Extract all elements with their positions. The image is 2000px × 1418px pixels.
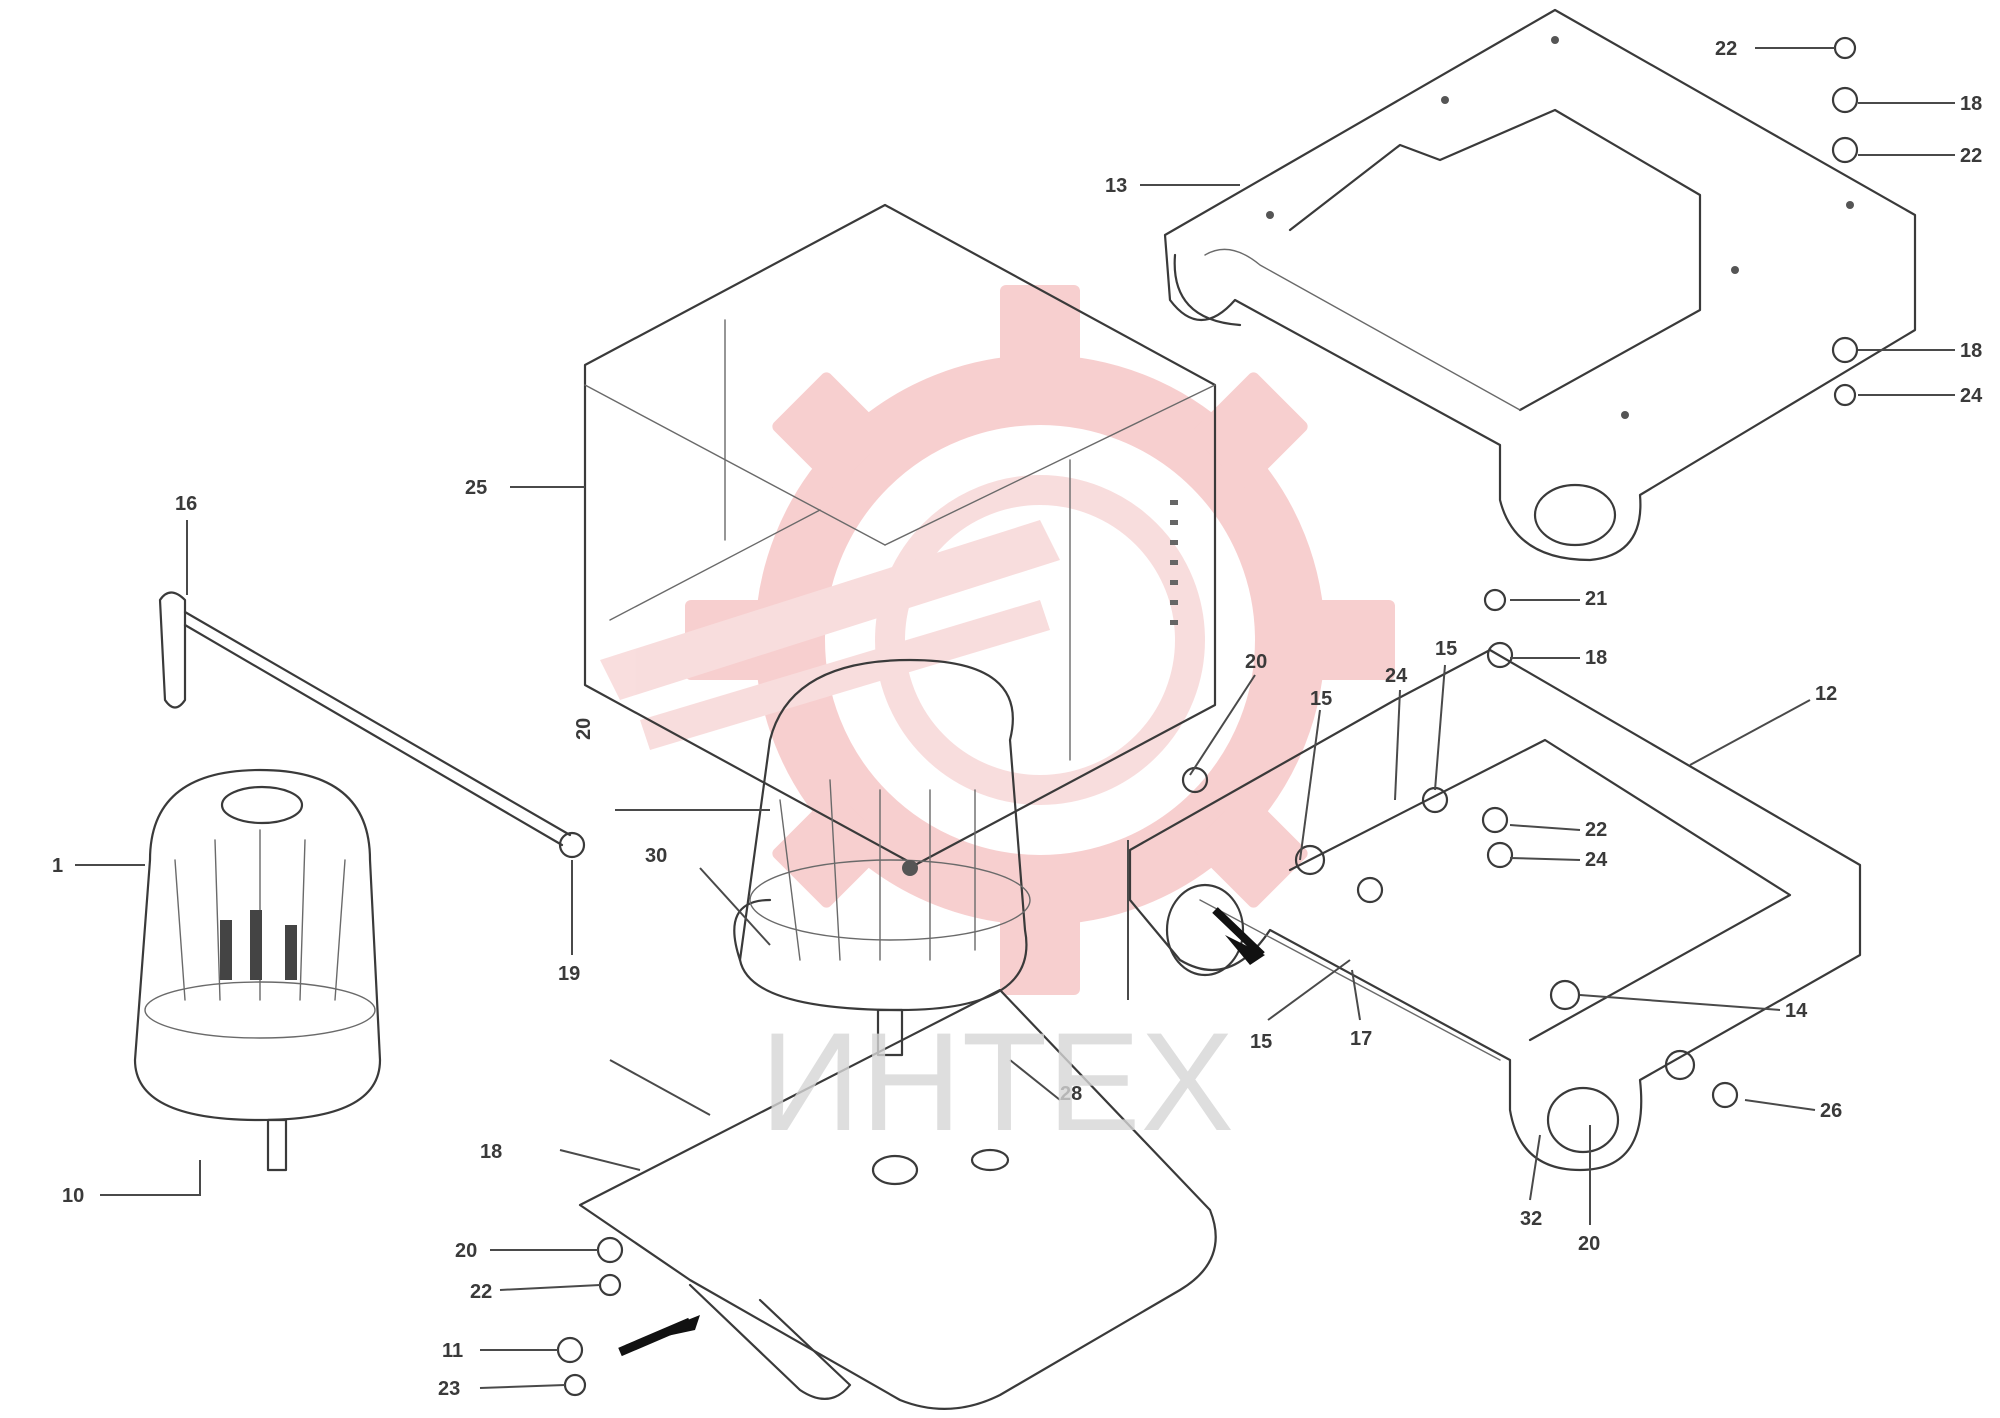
callout: 20 — [455, 1240, 477, 1262]
callout: 32 — [1520, 1208, 1542, 1230]
callout: 24 — [1960, 385, 1983, 407]
callout: 17 — [1350, 1028, 1372, 1050]
callout: 21 — [1585, 588, 1607, 610]
callout: 30 — [645, 845, 667, 867]
watermark-gear-icon — [600, 285, 1395, 995]
callout: 18 — [1960, 340, 1982, 362]
callout: 15 — [1250, 1031, 1272, 1053]
callout: 12 — [1815, 683, 1837, 705]
callout: 23 — [438, 1378, 460, 1400]
callout: 22 — [470, 1281, 492, 1303]
base-plate-part-14 — [578, 988, 1217, 1410]
callout: 22 — [1960, 145, 1982, 167]
callout: 15 — [1435, 638, 1457, 660]
callout: 22 — [1715, 38, 1737, 60]
leader-lines — [75, 47, 1955, 1389]
beacon-lamp-part-30 — [733, 658, 1031, 1057]
callout: 28 — [1060, 1083, 1082, 1105]
callout: 22 — [1585, 819, 1607, 841]
callout: 13 — [1105, 175, 1127, 197]
callout-labels: 22 18 22 13 18 24 25 16 1 19 10 30 21 18… — [52, 38, 1983, 1400]
callout: 20 — [573, 718, 595, 740]
callout: 20 — [1245, 651, 1267, 673]
callout: 25 — [465, 477, 487, 499]
watermark-text: ИНТЕХ — [760, 1003, 1234, 1160]
callout: 16 — [175, 493, 197, 515]
callout: 10 — [62, 1185, 84, 1207]
callout: 19 — [558, 963, 580, 985]
callout: 14 — [1785, 1000, 1808, 1022]
callout: 18 — [480, 1141, 502, 1163]
callout: 20 — [1578, 1233, 1600, 1255]
callout: 24 — [1385, 665, 1408, 687]
callout: 26 — [1820, 1100, 1842, 1122]
callout: 1 — [52, 855, 63, 877]
lower-bracket-part-12 — [1128, 648, 1862, 1172]
top-bracket-part-13 — [1163, 8, 1917, 562]
callout: 15 — [1310, 688, 1332, 710]
callout: 11 — [442, 1340, 463, 1362]
beacon-assembly-part-1 — [133, 768, 382, 1172]
callout: 18 — [1585, 647, 1607, 669]
callout: 24 — [1585, 849, 1608, 871]
callout: 18 — [1960, 93, 1982, 115]
rod-part-16 — [158, 591, 586, 859]
